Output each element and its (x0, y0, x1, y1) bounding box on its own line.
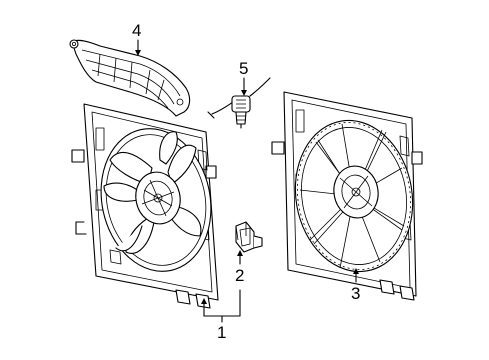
leader-lines (135, 39, 359, 323)
part-1-fan-assembly (71, 103, 219, 309)
part-2-clip (235, 221, 263, 253)
part-3-rear-shroud (271, 91, 423, 301)
callout-4: 4 (132, 21, 142, 40)
callout-3: 3 (351, 284, 361, 303)
callout-2: 2 (235, 266, 245, 285)
callout-1: 1 (217, 323, 227, 342)
callout-5: 5 (239, 59, 249, 78)
part-4-upper-bracket (69, 39, 191, 117)
part-5-sensor (207, 77, 271, 129)
